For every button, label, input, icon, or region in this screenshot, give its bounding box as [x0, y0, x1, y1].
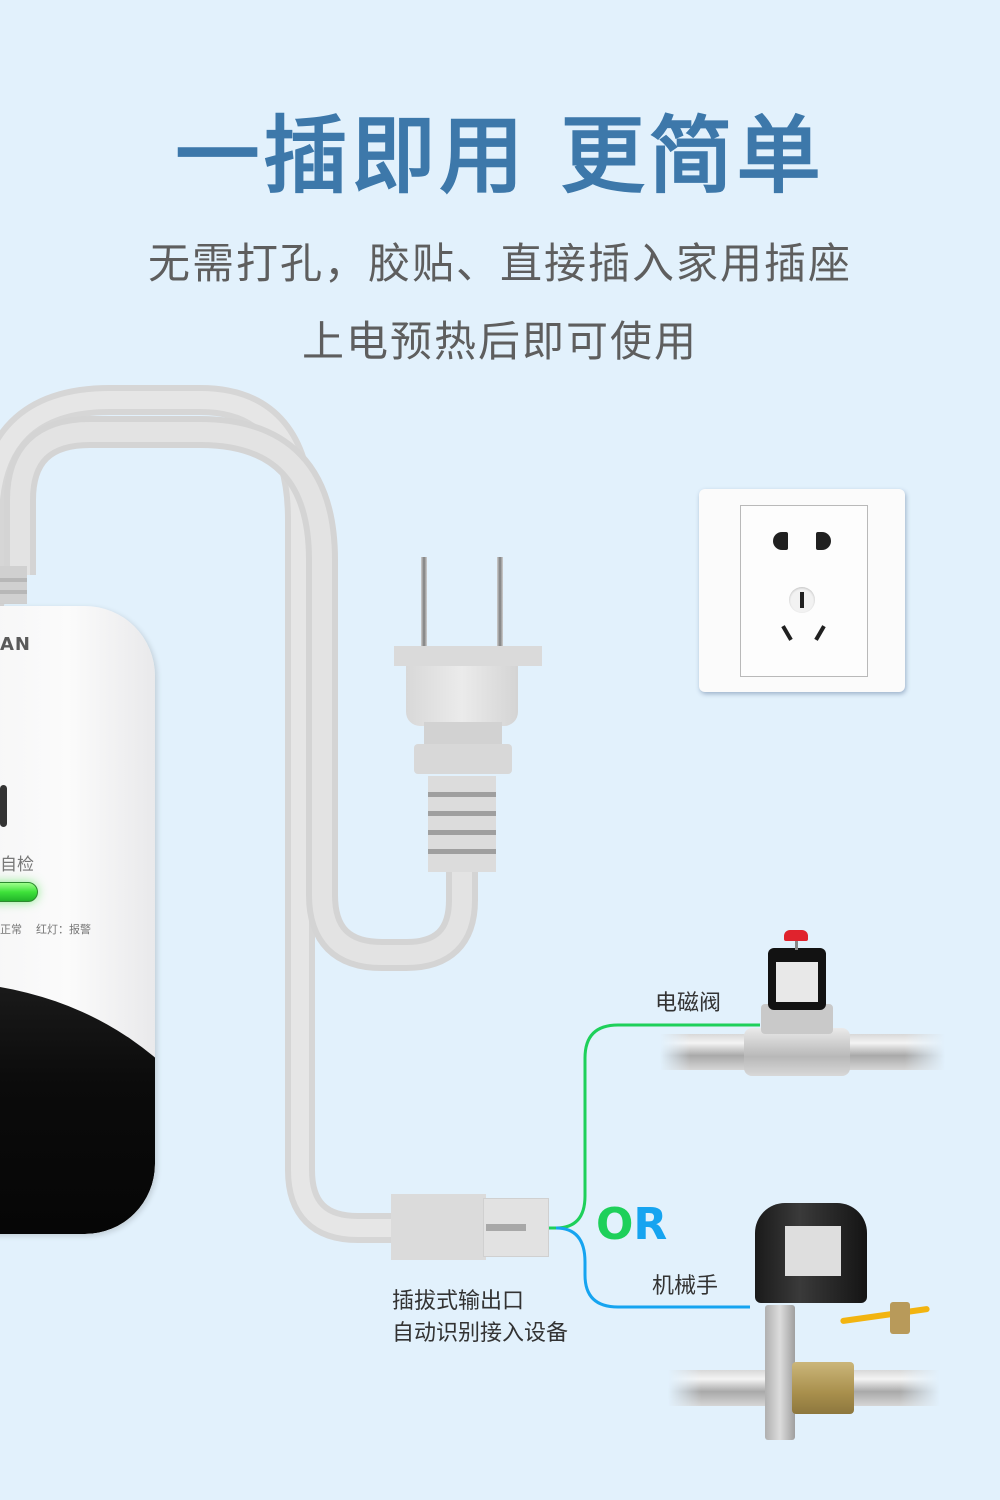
solenoid-valve-icon — [744, 1028, 850, 1076]
manipulator-warning-label — [785, 1226, 841, 1276]
pipe-left — [668, 1370, 778, 1406]
solenoid-valve-label: 电磁阀 — [655, 991, 722, 1016]
plug-collar — [414, 744, 512, 774]
output-connector-slot — [486, 1224, 526, 1231]
device-base-dark — [0, 982, 155, 1234]
plug-grip-rib — [428, 835, 496, 854]
status-led-icon — [0, 882, 38, 902]
plug-grip-rib — [428, 776, 496, 797]
output-connector — [391, 1194, 486, 1260]
manipulator-bracket — [765, 1305, 795, 1440]
plug-prong-left — [421, 557, 427, 647]
device-brand-text: AN — [0, 634, 31, 655]
pipe-left — [660, 1034, 760, 1070]
handle-clamp — [890, 1302, 910, 1334]
solenoid-valve-nameplate — [776, 962, 818, 1002]
socket-hole — [816, 532, 831, 550]
manipulator-label: 机械手 — [652, 1274, 719, 1299]
reset-button-icon — [784, 930, 808, 941]
gas-detector-device — [0, 606, 155, 1234]
subtitle-line-1: 无需打孔，胶贴、直接插入家用插座 — [147, 239, 852, 288]
port-description-line-1: 插拔式输出口 — [392, 1289, 525, 1314]
plug-icon — [394, 646, 542, 666]
plug-neck — [424, 722, 502, 744]
wire-blue — [555, 1226, 750, 1309]
solenoid-valve-stem — [795, 940, 798, 950]
page-title: 一插即用 更简单 — [175, 107, 825, 205]
socket-hole — [773, 532, 788, 550]
or-label: OR — [596, 1199, 668, 1250]
plug-grip-rib — [428, 797, 496, 816]
wire-green — [526, 1023, 760, 1230]
plug-prong-right — [497, 557, 503, 647]
plug-body — [406, 666, 518, 726]
ball-valve-icon — [792, 1362, 854, 1414]
plug-grip-rib — [428, 816, 496, 835]
socket-hole — [800, 592, 804, 608]
pipe-right — [845, 1034, 945, 1070]
port-description-line-2: 自动识别接入设备 — [392, 1321, 569, 1346]
device-vent-slot — [0, 785, 7, 827]
led-legend: 正常 红灯：报警 — [0, 923, 91, 936]
subtitle-line-2: 上电预热后即可使用 — [301, 317, 698, 366]
plug-grip-rib — [428, 854, 496, 872]
selftest-label: 自检 — [0, 855, 34, 875]
port-description: 插拔式输出口 自动识别接入设备 — [392, 1286, 568, 1350]
pipe-right — [840, 1370, 940, 1406]
